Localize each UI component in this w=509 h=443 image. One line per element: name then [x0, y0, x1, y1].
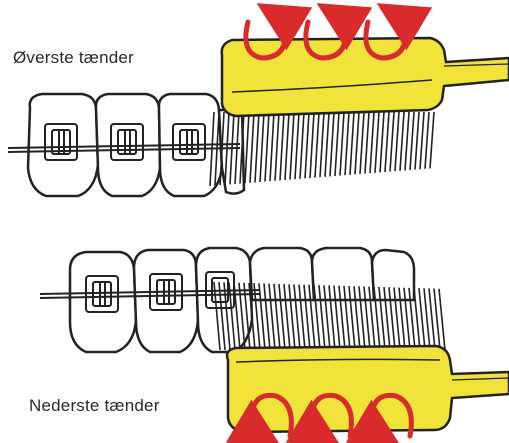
bristle — [375, 112, 379, 173]
bristle — [265, 112, 269, 182]
bristle — [330, 112, 334, 176]
lower-tooth-1 — [70, 252, 136, 352]
bristle — [350, 112, 354, 175]
bristle — [305, 112, 309, 178]
upper-brackets — [45, 124, 205, 160]
lower-tooth-2 — [134, 250, 198, 352]
upper-teeth-label: Øverste tænder — [13, 48, 134, 68]
bristle — [255, 112, 259, 182]
bristle — [335, 112, 339, 176]
bristle — [355, 112, 359, 174]
bristle — [390, 112, 394, 172]
bristle — [325, 112, 329, 177]
bristle — [295, 112, 299, 179]
bristle — [365, 112, 369, 174]
bristle — [360, 112, 364, 174]
bristle — [250, 112, 254, 183]
bristle — [370, 112, 374, 173]
bristle — [385, 112, 389, 172]
lower-teeth-group — [70, 248, 414, 352]
bristle — [310, 112, 314, 178]
bristle — [395, 112, 399, 171]
bristle — [430, 112, 434, 168]
bristle — [410, 112, 414, 170]
bristle — [340, 112, 344, 176]
bristle — [245, 112, 249, 183]
bristle — [420, 112, 424, 169]
bristle — [285, 112, 289, 180]
bristle — [380, 112, 384, 172]
bristle — [290, 112, 294, 180]
bristle — [260, 112, 264, 182]
bristle — [320, 112, 324, 177]
lower-tooth-6 — [372, 250, 414, 300]
bristle — [275, 112, 279, 181]
upper-brush-head — [222, 38, 509, 116]
bristle — [415, 112, 419, 170]
bristle — [345, 112, 349, 175]
bristle — [315, 112, 319, 178]
bristle — [425, 112, 429, 169]
bristle — [300, 112, 304, 179]
lower-teeth-label: Nederste tænder — [29, 396, 160, 416]
bristle — [280, 112, 284, 180]
bristle — [400, 112, 404, 171]
bristle — [270, 112, 274, 181]
bristle — [405, 112, 409, 170]
